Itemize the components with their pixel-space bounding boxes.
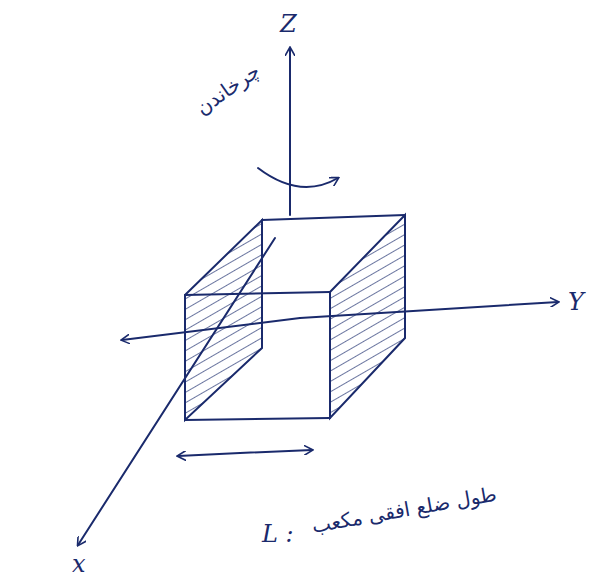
axis-label: Y [568, 290, 584, 314]
note-text: طول ضلع افقی مکعب [310, 484, 498, 536]
axis-label: Z [280, 12, 297, 36]
rotation-label: چرخاندن [192, 60, 263, 118]
dimension-label: L : [262, 522, 294, 546]
axis-label: x [72, 552, 86, 576]
